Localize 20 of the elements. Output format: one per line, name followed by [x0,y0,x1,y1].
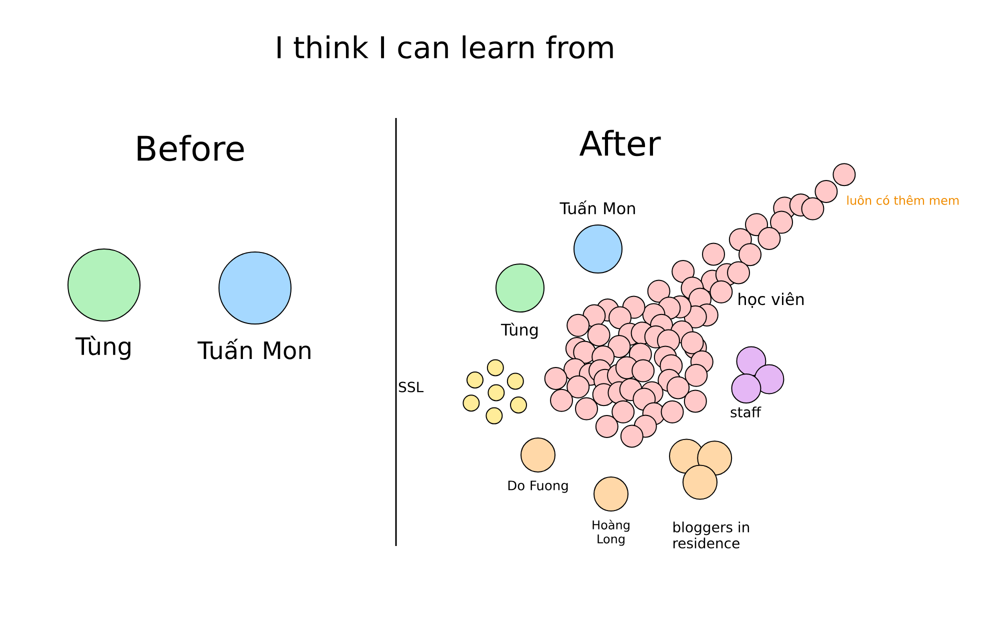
text-label: luôn có thêm mem [847,195,959,205]
node-label: Tuấn Mon [198,338,310,360]
text-label: SSL [398,382,424,392]
heading: Before [138,134,244,162]
node-label: Do Fuong [508,480,568,493]
text-label: staff [730,406,762,418]
node-label: Hoàng Long [592,520,630,546]
text-label: học viên [738,292,804,308]
title: I think I can learn from [278,35,613,59]
circle-node: Tùng [68,248,140,360]
circle-node: Tuấn Mon [198,252,310,360]
circle-node: Tuấn Mon [560,200,635,274]
circle-node: Tùng [496,264,544,339]
node-label: Tuấn Mon [560,200,635,214]
node-label: Tùng [500,322,538,339]
circle-node: Hoàng Long [592,476,630,546]
text-label: bloggers in residence [673,522,749,548]
circle-node: Do Fuong [508,438,568,493]
node-label: Tùng [75,336,130,360]
heading: After [579,130,661,156]
